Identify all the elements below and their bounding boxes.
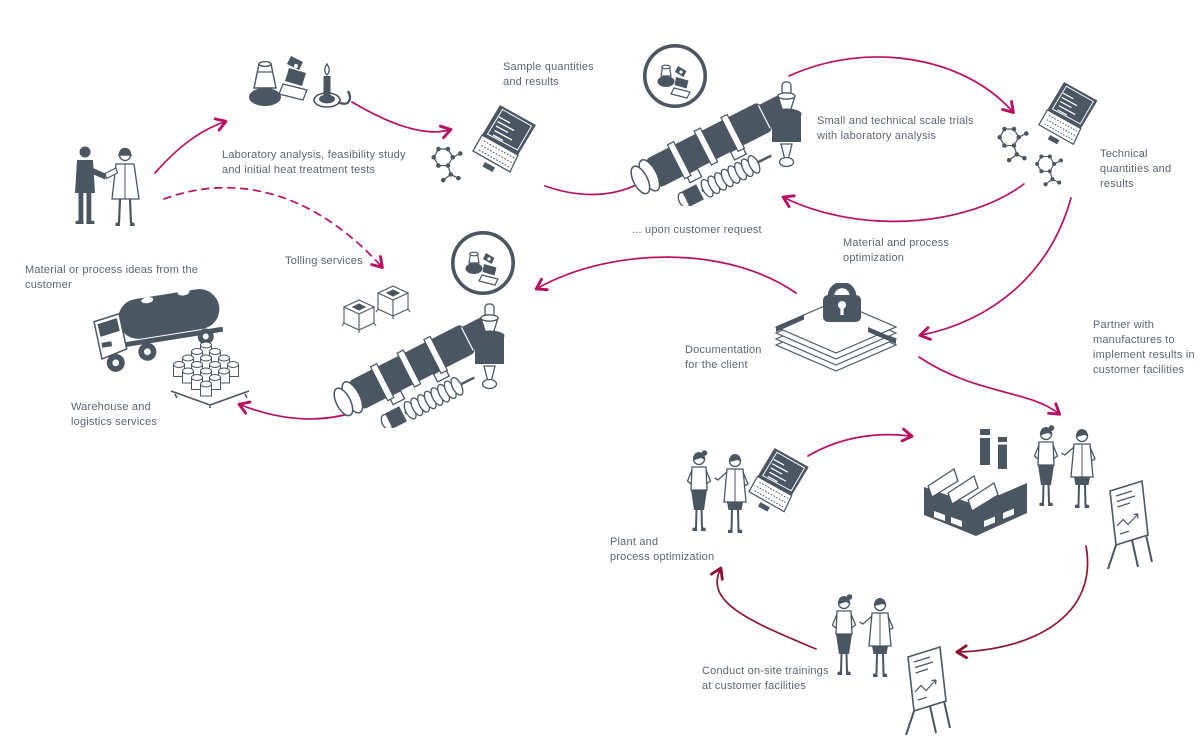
arrow-results-to-documentation <box>918 197 1072 341</box>
arrow-customer-to-tolling-dashed <box>163 186 384 269</box>
label-plant-optimization: Plant and process optimization <box>610 536 715 563</box>
arrow-tolling-to-warehouse <box>237 400 353 420</box>
arrow-customer-to-lab <box>154 117 228 174</box>
arrow-optimization-back-to-trials <box>781 183 1025 223</box>
molecule-icon <box>1034 153 1064 187</box>
barrels-pallet-illustration <box>170 341 250 408</box>
molecule-icon <box>430 146 464 183</box>
arrow-plant-to-factory <box>807 427 914 457</box>
label-documentation: Documentation for the client <box>685 344 762 371</box>
label-partner: Partner with manufactures to implement r… <box>1093 319 1195 376</box>
laptop-technical-results-illustration <box>1038 82 1099 145</box>
arrow-trials-to-technical-results <box>788 56 1015 114</box>
factory-people-illustration <box>1033 424 1096 509</box>
flipchart-illustration <box>1107 480 1153 570</box>
flipchart-illustration <box>905 646 951 736</box>
label-material-ideas: Material or process ideas from the custo… <box>25 264 199 291</box>
training-people-illustration <box>831 593 894 678</box>
label-material-optimization: Material and process optimization <box>843 237 950 264</box>
factory-illustration <box>923 428 1028 537</box>
lab-equipment-illustration <box>247 54 352 109</box>
documents-lock-illustration <box>776 285 896 371</box>
label-upon-customer-request: ... upon customer request <box>632 224 762 236</box>
extruder-tolling-illustration <box>327 302 506 428</box>
laptop-plant-illustration <box>748 448 810 513</box>
laptop-sample-results-illustration <box>472 105 537 173</box>
arrow-training-to-plant <box>710 566 817 650</box>
label-tolling-services: Tolling services <box>285 255 363 267</box>
molecule-icon <box>996 126 1030 163</box>
arrow-factory-to-training <box>955 545 1089 660</box>
arrow-request-to-tolling <box>534 256 797 294</box>
arrow-lab-to-sample-results <box>351 101 453 140</box>
plant-optimization-people-illustration <box>686 449 749 534</box>
arrow-documentation-to-factory <box>918 356 1062 416</box>
label-onsite-trainings: Conduct on-site trainings at customer fa… <box>702 665 829 692</box>
label-technical-quantities: Technical quantities and results <box>1100 148 1172 190</box>
handshake-illustration <box>73 145 141 228</box>
label-warehouse: Warehouse and logistics services <box>71 401 158 428</box>
container-crates-illustration <box>342 285 411 334</box>
label-small-scale-trials: Small and technical scale trials with la… <box>817 115 974 142</box>
label-lab-analysis: Laboratory analysis, feasibility study a… <box>222 149 406 176</box>
label-sample-quantities: Sample quantities and results <box>503 61 594 88</box>
extruder-trials-illustration <box>624 80 803 206</box>
arrows-layer <box>154 56 1089 660</box>
lab-analysis-badge-icon <box>642 43 708 108</box>
lab-analysis-badge-icon <box>450 231 516 296</box>
